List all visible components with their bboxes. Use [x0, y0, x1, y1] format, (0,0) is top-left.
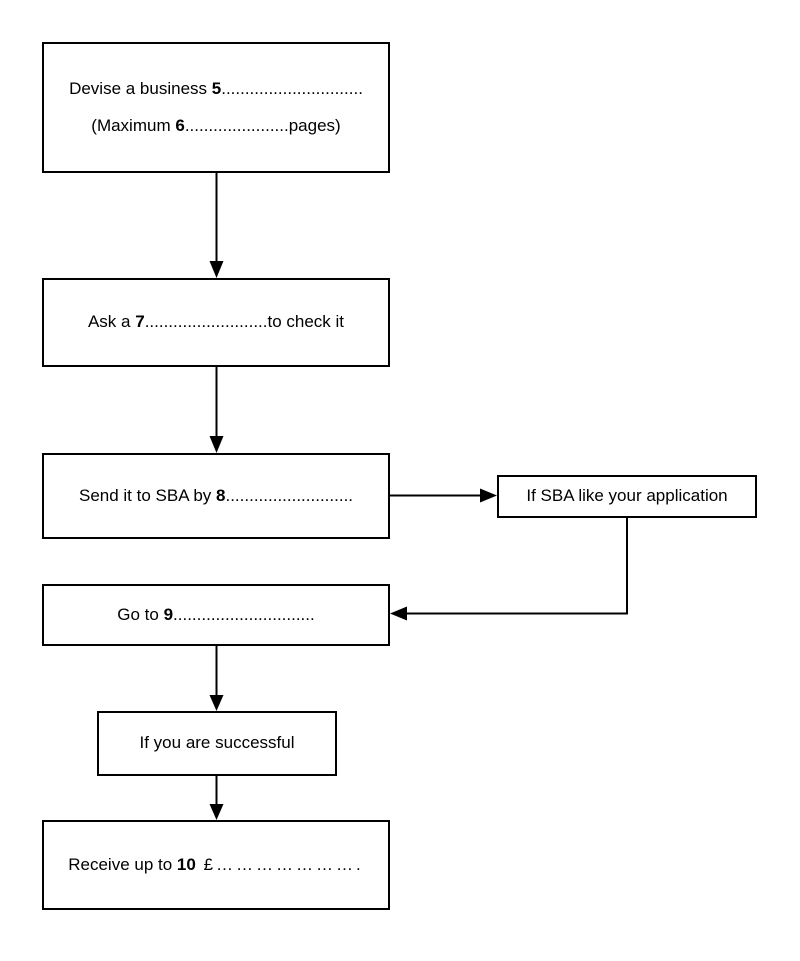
question-9-number: 9	[163, 604, 174, 624]
flowchart-box-sba-like: If SBA like your application	[497, 475, 757, 518]
flowchart-box-go-to: Go to 9..............................	[42, 584, 390, 646]
flowchart-box-business-plan: Devise a business 5.....................…	[42, 42, 390, 173]
receive-line: Receive up to 10 £………………….	[68, 855, 364, 875]
goto-line: Go to 9..............................	[117, 605, 314, 625]
question-8-number: 8	[216, 485, 226, 505]
sba-like-label: If SBA like your application	[526, 486, 728, 506]
flowchart-box-check: Ask a 7..........................to chec…	[42, 278, 390, 367]
arrow-send-to-sba	[390, 488, 497, 503]
successful-label: If you are successful	[139, 733, 295, 753]
flowchart-box-send-to-sba: Send it to SBA by 8.....................…	[42, 453, 390, 539]
question-9-prefix: Go to	[117, 604, 164, 624]
question-6-prefix: (Maximum	[91, 115, 176, 135]
arrow-successful-to-receive	[209, 776, 224, 820]
question-5-number: 5	[211, 79, 222, 99]
arrow-goto-to-successful	[209, 646, 224, 711]
check-line: Ask a 7..........................to chec…	[88, 312, 344, 332]
question-7-gap: ..........................to check it	[144, 312, 345, 332]
arrow-check-to-send	[209, 367, 224, 453]
send-line: Send it to SBA by 8.....................…	[79, 486, 353, 506]
question-9-gap: ..............................	[173, 604, 315, 624]
question-10-gap: £………………….	[195, 854, 364, 874]
question-10-prefix: Receive up to	[68, 854, 177, 874]
question-6-gap: ......................pages)	[184, 115, 341, 135]
business-plan-line2: (Maximum 6......................pages)	[91, 116, 340, 136]
question-7-prefix: Ask a	[87, 312, 136, 332]
arrow-sba-to-goto	[390, 518, 628, 621]
question-7-number: 7	[135, 312, 145, 332]
flowchart-box-receive: Receive up to 10 £………………….	[42, 820, 390, 910]
business-plan-line1: Devise a business 5.....................…	[69, 79, 363, 99]
flowchart-box-successful: If you are successful	[97, 711, 337, 776]
arrow-plan-to-check	[209, 173, 224, 278]
question-5-gap: ..............................	[221, 79, 363, 99]
question-8-gap: ...........................	[225, 485, 354, 505]
question-10-number: 10	[176, 854, 196, 874]
question-8-prefix: Send it to SBA by	[78, 485, 217, 505]
question-6-number: 6	[175, 115, 185, 135]
question-5-prefix: Devise a business	[69, 79, 212, 99]
